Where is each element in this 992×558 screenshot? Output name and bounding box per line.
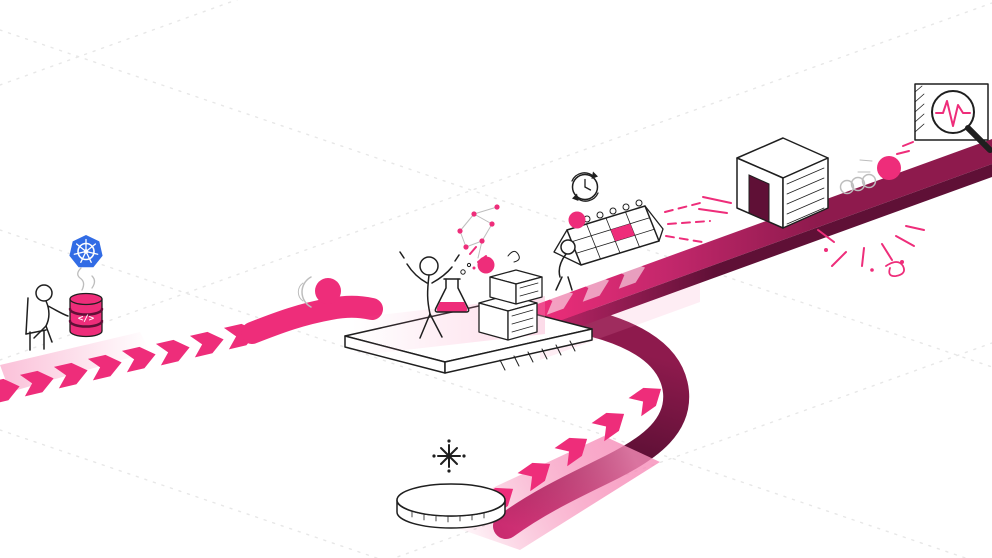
sitting-developer [25,284,69,351]
platform-steps [499,340,576,371]
calendar-highlight-cell [610,223,635,242]
calendar-ball [568,211,586,229]
calendar-rays [664,201,711,243]
source-station: </> [25,235,104,351]
pipeline-curve-left [241,295,383,344]
platform-front-right [444,328,593,374]
band-top [532,139,992,331]
scientist-figure [399,251,460,339]
calendar-spiral [570,199,643,227]
monitor-panel [896,83,992,155]
steam-squiggle [77,267,96,291]
build-cube [698,137,829,229]
barrel-label: </> [78,314,95,324]
cube-door [748,174,770,223]
chevron-arrow [591,404,631,442]
band-underside [532,164,992,344]
squiggle-doodle [507,250,520,263]
code-barrel: </> [68,292,104,338]
motion-trail [301,276,312,308]
molecule-graph [457,204,500,259]
kubernetes-logo [69,235,103,268]
crate-stack [477,256,543,341]
rolling-ball-right [839,156,901,195]
ball-speed-lines [857,159,873,173]
peeking-figure [555,239,576,291]
chevron-arrow [155,336,193,366]
experiment-flask [434,262,472,313]
speed-dashes [698,196,732,214]
spring-coil [839,173,877,195]
gear-asterisk-icon [432,439,466,473]
crate-ball [477,256,495,274]
panel-dashes [896,141,914,155]
panel-hatch [914,85,925,133]
schedule-clock-icon [571,171,599,202]
magnifier-lens-icon [931,90,975,134]
rolling-ball-left [297,276,341,308]
delivery-disc [396,483,506,529]
waveform-line [935,100,971,127]
cube-side-hatch [786,167,825,225]
magnifier-handle [965,125,992,153]
burst-sparks [817,225,925,277]
test-calendar [553,171,711,291]
chevron-arrow [189,328,227,358]
